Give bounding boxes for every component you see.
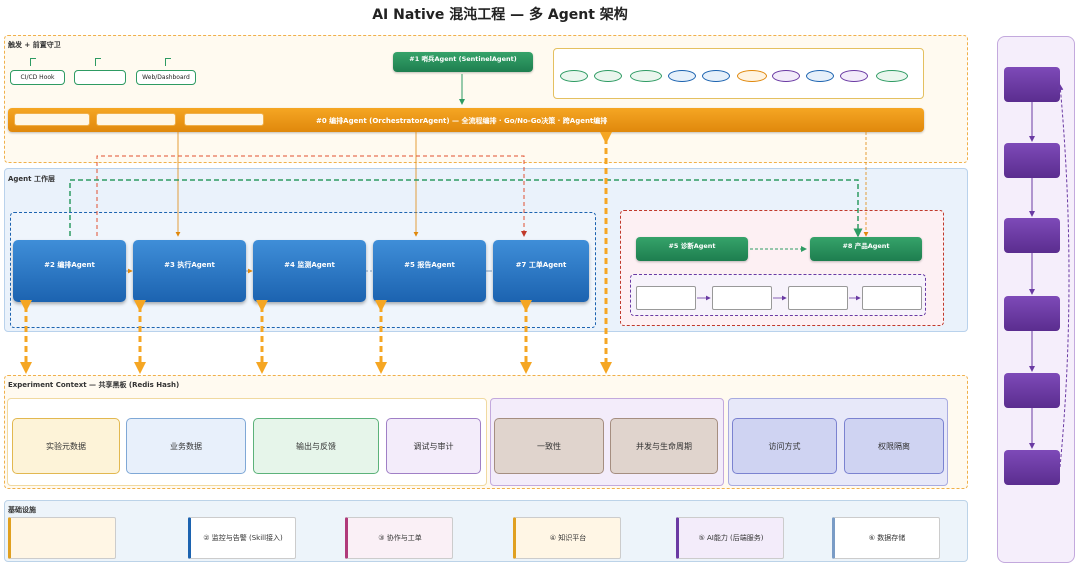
trigger-section-label: 触发 + 前置守卫 bbox=[8, 41, 61, 49]
context-section-label: Experiment Context — 共享黑板 (Redis Hash) bbox=[8, 381, 180, 389]
side-step-1[interactable] bbox=[1004, 67, 1060, 102]
orchestrator-chip-1[interactable] bbox=[14, 113, 90, 126]
pipeline-step-3 bbox=[788, 286, 848, 310]
bracket-3 bbox=[165, 58, 171, 66]
sentinel-agent[interactable]: #1 哨兵Agent (SentinelAgent) bbox=[393, 52, 533, 72]
agent-executor[interactable]: #3 执行Agent bbox=[133, 240, 246, 302]
orchestrator-chip-2[interactable] bbox=[96, 113, 176, 126]
base-item-4[interactable]: ④ 知识平台 bbox=[513, 517, 621, 559]
trigger-manual[interactable] bbox=[74, 70, 126, 85]
side-step-6[interactable] bbox=[1004, 450, 1060, 485]
trigger-cicd[interactable]: CI/CD Hook bbox=[10, 70, 65, 85]
pipeline-step-1 bbox=[636, 286, 696, 310]
ctx-output-feedback[interactable]: 输出与反馈 bbox=[253, 418, 379, 474]
ctx-permission[interactable]: 权限隔离 bbox=[844, 418, 944, 474]
pipeline-step-4 bbox=[862, 286, 922, 310]
agent-section-label: Agent 工作层 bbox=[8, 175, 55, 183]
bracket-1 bbox=[30, 58, 36, 66]
green-loop bbox=[69, 179, 863, 238]
base-item-2[interactable]: ② 监控与告警 (Skill接入) bbox=[188, 517, 296, 559]
side-step-5[interactable] bbox=[1004, 373, 1060, 408]
base-item-5[interactable]: ⑤ AI能力 (后端服务) bbox=[676, 517, 784, 559]
tool-pill bbox=[668, 70, 696, 82]
orchestrator-chip-3[interactable] bbox=[184, 113, 264, 126]
tool-pill bbox=[840, 70, 868, 82]
ctx-debug-audit[interactable]: 调试与审计 bbox=[386, 418, 481, 474]
tool-pill bbox=[806, 70, 834, 82]
agent-monitor[interactable]: #4 监测Agent bbox=[253, 240, 366, 302]
agent-reporter[interactable]: #5 报告Agent bbox=[373, 240, 486, 302]
ctx-concurrency[interactable]: 并发与生命周期 bbox=[610, 418, 718, 474]
tool-pill bbox=[737, 70, 767, 82]
side-step-4[interactable] bbox=[1004, 296, 1060, 331]
base-item-1[interactable] bbox=[8, 517, 116, 559]
tool-pill bbox=[594, 70, 622, 82]
base-section-label: 基础设施 bbox=[8, 506, 36, 514]
side-arrows bbox=[1029, 84, 1070, 468]
agent-diagnose[interactable]: #5 诊断Agent bbox=[636, 237, 748, 261]
ctx-business-data[interactable]: 业务数据 bbox=[126, 418, 246, 474]
agent-context-links bbox=[20, 132, 612, 374]
ctx-consistency[interactable]: 一致性 bbox=[494, 418, 604, 474]
bracket-2 bbox=[95, 58, 101, 66]
base-section bbox=[4, 500, 968, 562]
sentinel-title: #1 哨兵Agent (SentinelAgent) bbox=[409, 55, 517, 63]
feedback-loop bbox=[96, 155, 527, 237]
base-item-3[interactable]: ③ 协作与工单 bbox=[345, 517, 453, 559]
side-step-3[interactable] bbox=[1004, 218, 1060, 253]
page-title: AI Native 混沌工程 — 多 Agent 架构 bbox=[372, 7, 628, 23]
agent-ticket[interactable]: #7 工单Agent bbox=[493, 240, 589, 302]
agent-planner[interactable]: #2 编排Agent bbox=[13, 240, 126, 302]
tool-pill bbox=[560, 70, 588, 82]
orchestrator-label: #0 编排Agent (OrchestratorAgent) — 全流程编排 ·… bbox=[316, 117, 608, 125]
ctx-experiment-meta[interactable]: 实验元数据 bbox=[12, 418, 120, 474]
base-item-6[interactable]: ⑥ 数据存储 bbox=[832, 517, 940, 559]
tool-pill bbox=[772, 70, 800, 82]
tool-pill bbox=[630, 70, 662, 82]
ctx-access-method[interactable]: 访问方式 bbox=[732, 418, 837, 474]
agent-knowledge[interactable]: #8 产品Agent bbox=[810, 237, 922, 261]
pipeline-step-2 bbox=[712, 286, 772, 310]
tool-pill bbox=[702, 70, 730, 82]
trigger-web[interactable]: Web/Dashboard bbox=[136, 70, 196, 85]
side-step-2[interactable] bbox=[1004, 143, 1060, 178]
tool-pill bbox=[876, 70, 908, 82]
